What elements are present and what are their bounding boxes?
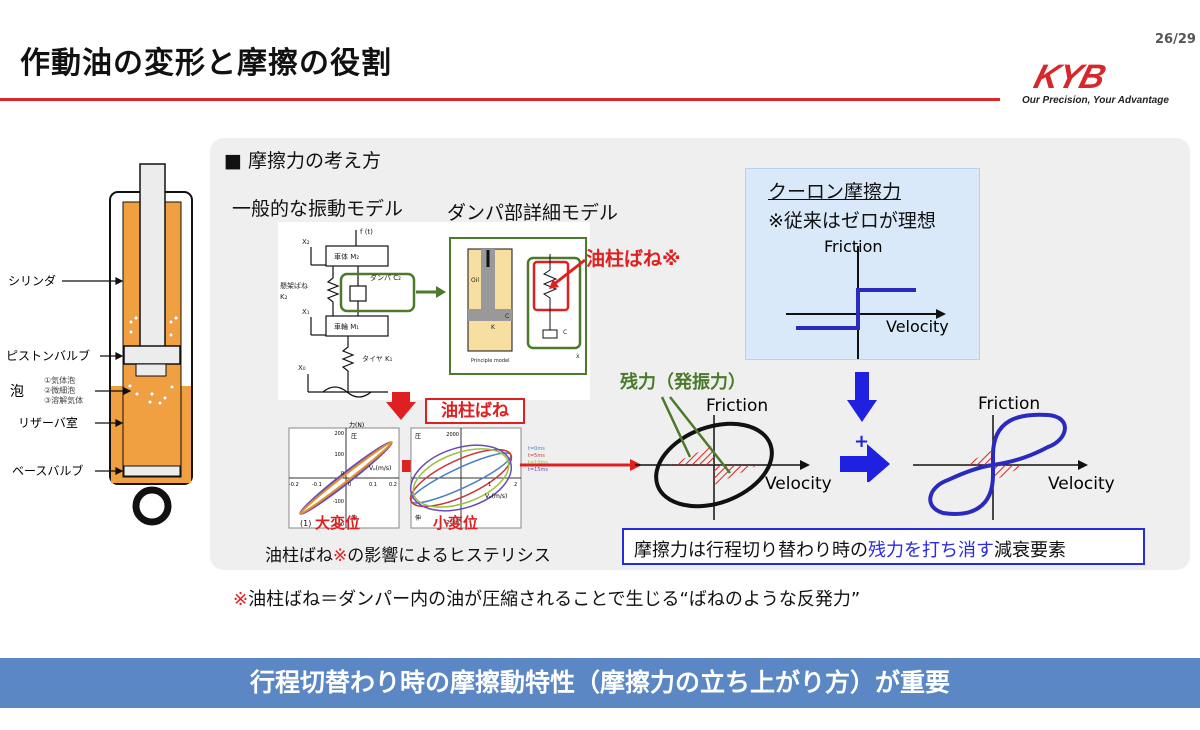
page-number: 26/29 <box>1155 32 1196 47</box>
label-body: 車体 M₂ <box>334 252 359 261</box>
foam-type-1: ①気体泡 <box>44 375 75 385</box>
left-xtick: 0 <box>348 482 351 488</box>
right-arrow-icon <box>840 444 890 482</box>
label-foam: 泡 <box>10 384 24 400</box>
graph-number: (1) <box>300 519 312 528</box>
left-xlabel: Vₚ(m/s) <box>369 465 391 472</box>
combine-arrows: + <box>840 372 890 482</box>
right-xtick: 2 <box>514 482 517 488</box>
coulomb-friction-box: クーロン摩擦力 ※従来はゼロが理想 Friction Velocity <box>745 168 980 360</box>
kyb-logo: KYB <box>1030 58 1110 96</box>
label-cylinder: シリンダ <box>8 273 56 288</box>
label-reservoir: リザーバ室 <box>18 415 78 430</box>
legend-entry: t=10ms <box>528 460 548 466</box>
combined-x-label: Velocity <box>1048 474 1115 494</box>
caption-post: の影響によるヒステリシス <box>347 546 551 566</box>
transition-arrow <box>520 459 642 471</box>
coulomb-chart: Friction Velocity <box>786 237 949 359</box>
logo-tagline: Our Precision, Your Advantage <box>1022 95 1169 106</box>
title-divider <box>0 98 1000 101</box>
footnote-text: 油柱ばね＝ダンパー内の油が圧縮されることで生じる“ばねのような反発力” <box>248 589 861 610</box>
left-ylabel: 力(N) <box>349 421 364 429</box>
residual-force-chart: Friction Velocity <box>635 396 832 520</box>
down-arrow-icon <box>847 372 877 422</box>
left-xtick: 0.1 <box>369 482 377 488</box>
residual-y-label: Friction <box>706 396 768 416</box>
left-ytick: -200 <box>333 522 344 528</box>
small-displacement-caption: 小変位 <box>433 514 479 532</box>
left-ytick: 100 <box>334 452 344 458</box>
residual-force-label: 残力（発振力） <box>620 372 746 393</box>
left-xtick: -0.1 <box>312 482 322 488</box>
conclusion-banner: 行程切替わり時の摩擦動特性（摩擦力の立ち上がり方）が重要 <box>0 658 1200 708</box>
label-xdot: ẋ <box>576 353 580 360</box>
combined-y-label: Friction <box>978 394 1040 414</box>
oil-spring-label: 油柱ばね※ <box>586 248 681 270</box>
plus-sign: + <box>854 431 869 452</box>
large-displacement-caption: 大変位 <box>315 514 361 532</box>
label-oil: Oil <box>471 277 479 284</box>
right-xlabel: Vₚ(m/s) <box>485 493 507 500</box>
left-compression: 圧 <box>351 433 357 440</box>
left-extension: 伸 <box>351 514 357 522</box>
coulomb-x-label: Velocity <box>886 317 949 336</box>
label-k: K <box>491 324 496 331</box>
page-title: 作動油の変形と摩擦の役割 <box>20 46 392 81</box>
label-damper: ダンパ C₂ <box>370 273 401 282</box>
graph-legend: t=0ms t=5ms t=10ms t=15ms <box>528 446 548 474</box>
label-base-valve: ベースバルブ <box>12 463 83 478</box>
right-ytick: -2000 <box>444 520 459 526</box>
label-spring: 懸架ばね <box>280 281 308 290</box>
label-c-left: C <box>505 313 509 320</box>
left-xtick: 0.2 <box>389 482 397 488</box>
statement-pre: 摩擦力は行程切り替わり時の <box>634 540 868 561</box>
combined-friction-chart: Friction Velocity <box>913 394 1115 520</box>
hysteresis-caption: 油柱ばね※の影響によるヒステリシス <box>265 541 551 566</box>
shock-absorber-diagram: シリンダ ピストンバルブ 泡 ①気体泡 ②微細泡 ③溶解気体 リザーバ室 ベース… <box>6 163 193 526</box>
right-compression: 圧 <box>415 433 421 440</box>
left-ytick: -100 <box>333 499 344 505</box>
caption-pre: 油柱ばね <box>265 546 333 566</box>
left-ytick: 0 <box>341 471 344 477</box>
coulomb-title: クーロン摩擦力 <box>768 181 902 203</box>
label-wheel: 車輪 M₁ <box>334 322 359 331</box>
down-arrow-icon <box>386 392 416 420</box>
damper-model-label: ダンパ部詳細モデル <box>447 202 619 224</box>
left-xtick: -0.2 <box>289 482 299 488</box>
hysteresis-graphs: 力(N) Vₚ(m/s) 200 100 0 -100 -200 -0.2 -0… <box>288 421 522 529</box>
foam-type-3: ③溶解気体 <box>44 395 83 405</box>
right-xtick: 1 <box>488 482 491 488</box>
large-displacement-loops <box>299 441 393 515</box>
label-tire: タイヤ K₁ <box>362 354 393 363</box>
right-extension: 伸 <box>415 514 421 522</box>
label-k2: K₂ <box>280 293 288 301</box>
label-piston-valve: ピストンバルブ <box>6 348 90 363</box>
label-f: f (t) <box>360 228 373 236</box>
label-x0: X₀ <box>298 364 306 372</box>
caption-mark: ※ <box>333 546 348 566</box>
label-principle-model: Principle model <box>471 358 509 364</box>
oil-spring-callout: 油柱ばね <box>425 398 525 424</box>
label-c-right: C <box>563 329 567 336</box>
left-ytick: 200 <box>334 431 344 437</box>
foam-type-2: ②微細泡 <box>44 385 75 395</box>
friction-statement: 摩擦力は行程切り替わり時の残力を打ち消す減衰要素 <box>622 528 1145 565</box>
legend-entry: t=5ms <box>528 453 545 459</box>
residual-x-label: Velocity <box>765 474 832 494</box>
section-heading: ■ 摩擦力の考え方 <box>224 150 381 172</box>
statement-highlight: 残力を打ち消す <box>868 540 994 561</box>
statement-post: 減衰要素 <box>994 540 1066 561</box>
callout-arrow <box>549 258 586 289</box>
legend-entry: t=0ms <box>528 446 545 452</box>
coulomb-y-label: Friction <box>824 237 883 256</box>
vibration-model-diagram: f (t) X₂ 車体 M₂ ダンパ C₂ 懸架ばね K₂ X₁ 車輪 M₁ タ… <box>278 222 590 400</box>
coulomb-note: ※従来はゼロが理想 <box>768 210 936 232</box>
footnote-mark: ※ <box>233 589 249 610</box>
legend-entry: t=15ms <box>528 467 548 473</box>
general-model-label: 一般的な振動モデル <box>232 198 404 220</box>
label-x2: X₂ <box>302 238 310 246</box>
footnote: ※油柱ばね＝ダンパー内の油が圧縮されることで生じる“ばねのような反発力” <box>233 585 860 611</box>
right-ytick: 2000 <box>446 432 459 438</box>
label-x1: X₁ <box>302 308 310 316</box>
